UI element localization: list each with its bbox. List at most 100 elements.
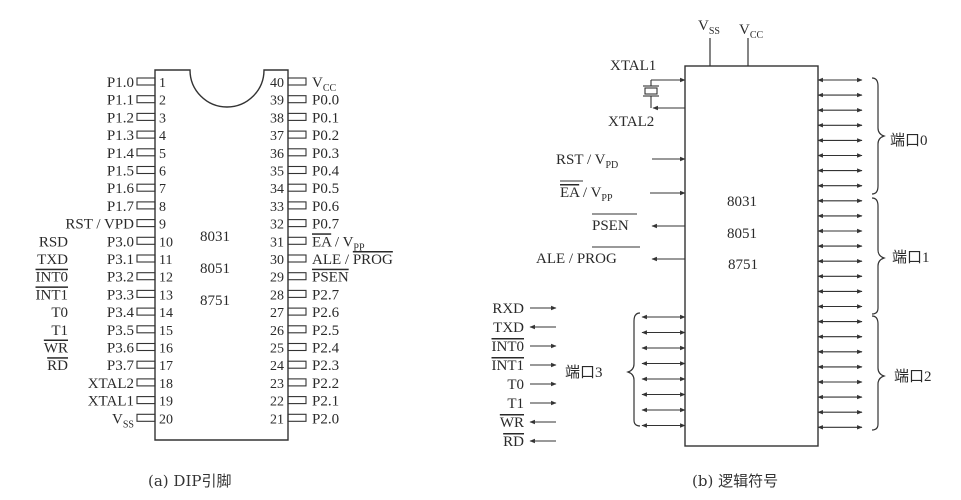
dip-pin-label: P1.2 (107, 110, 134, 126)
port3-left-arrows (641, 314, 686, 428)
dip-pin-label: P3.1 (107, 252, 134, 268)
dip-pin-number: 4 (159, 129, 166, 144)
crystal-icon (643, 77, 686, 111)
dip-pin-stub (287, 112, 307, 121)
ale-prog-label: ALE / PROG (536, 251, 617, 267)
dip-pin-number: 18 (159, 377, 173, 392)
dip-pin-stub (287, 77, 307, 86)
dip-pin-label: ALE / PROG (312, 252, 393, 268)
dip-pin-stub (136, 289, 156, 298)
dip-pin-label: P1.7 (107, 199, 135, 215)
dip-pin-stub (136, 254, 156, 263)
dip-pin-number: 32 (270, 218, 284, 233)
dip-pin-label: P0.5 (312, 181, 339, 197)
dip-pin-alt-function: WR (44, 341, 68, 357)
port0-brace (871, 77, 886, 195)
dip-pin-label: P2.3 (312, 358, 339, 374)
dip-pin-number: 8 (159, 200, 166, 215)
port2-brace (871, 315, 886, 431)
dip-pin-stub (136, 378, 156, 387)
dip-pin-stub (136, 360, 156, 369)
dip-pin-stub (287, 396, 307, 405)
dip-pin-label: P3.4 (107, 305, 135, 321)
dip-pin-alt-function: INT1 (36, 287, 69, 303)
dip-pin-label: P3.6 (107, 341, 135, 357)
dip-pin-number: 21 (270, 412, 284, 427)
dip-pin-label: XTAL1 (88, 394, 134, 410)
dip-pin-number: 6 (159, 165, 166, 180)
dip-pin-stub (136, 307, 156, 316)
dip-pin-stub (287, 342, 307, 352)
dip-pin-number: 38 (270, 111, 284, 126)
dip-pin-stub (136, 95, 156, 104)
port3-label: 端口3 (565, 364, 603, 381)
dip-pin-number: 7 (159, 182, 166, 197)
dip-pin-stub (136, 325, 156, 334)
dip-pin-number: 15 (159, 324, 173, 339)
dip-pin-number: 31 (270, 235, 284, 250)
dip-pin-stub (287, 219, 307, 228)
dip-pin-number: 35 (270, 165, 284, 180)
dip-pin-stub (287, 289, 307, 298)
port3-signal-label: TXD (493, 320, 524, 336)
dip-pin-label: VSS (112, 411, 134, 430)
dip-pin-label: P3.5 (107, 323, 134, 339)
port3-signal-label: INT0 (492, 339, 525, 355)
rst-vpd-label: RST / VPD (556, 152, 618, 171)
dip-pin-label: EA / VPP (312, 234, 365, 253)
dip-pin-label: P0.1 (312, 110, 339, 126)
dip-pin-number: 13 (159, 288, 173, 303)
dip-pin-number: 26 (270, 324, 284, 339)
dip-pin-alt-function: INT0 (36, 270, 69, 286)
dip-pin-number: 10 (159, 235, 173, 250)
dip-pin-number: 1 (159, 76, 166, 91)
dip-pin-stub (287, 201, 307, 210)
dip-pin-number: 19 (159, 395, 173, 410)
dip-left-pins: 1P1.02P1.13P1.24P1.35P1.46P1.57P1.68P1.7… (36, 75, 174, 430)
dip-caption: (a) DIP引脚 (148, 472, 231, 490)
dip-pin-label: P3.3 (107, 287, 134, 303)
dip-pin-number: 25 (270, 342, 284, 357)
dip-pin-stub (136, 342, 156, 352)
dip-pin-label: P0.7 (312, 217, 340, 233)
dip-pin-stub (287, 413, 307, 422)
logic-caption: (b) 逻辑符号 (692, 472, 778, 490)
dip-pin-stub (287, 148, 307, 157)
dip-pin-stub (136, 130, 156, 139)
vss-label: VSS (698, 18, 720, 37)
dip-pin-stub (287, 95, 307, 104)
dip-pin-stub (287, 378, 307, 387)
dip-chip-name-8751: 8751 (200, 293, 230, 309)
dip-pin-number: 3 (159, 111, 166, 126)
logic-chip-name-8031: 8031 (727, 194, 757, 210)
port3-brace (626, 312, 641, 427)
dip-pin-stub (136, 396, 156, 405)
dip-pin-number: 28 (270, 288, 284, 303)
dip-pin-label: P0.2 (312, 128, 339, 144)
dip-pin-label: P2.7 (312, 287, 340, 303)
dip-pin-number: 22 (270, 395, 284, 410)
dip-pin-alt-function: T0 (51, 305, 68, 321)
dip-pin-label: P1.6 (107, 181, 135, 197)
port3-signal-label: RXD (492, 301, 524, 317)
dip-pin-stub (287, 254, 307, 263)
dip-pin-number: 39 (270, 94, 284, 109)
dip-chip-name-8051: 8051 (200, 261, 230, 277)
dip-pin-label: PSEN (312, 270, 349, 286)
port3-signal-label: INT1 (492, 358, 525, 374)
dip-pin-stub (136, 201, 156, 210)
dip-pin-alt-function: RD (47, 358, 68, 374)
port1-brace (871, 197, 886, 315)
dip-pin-label: P2.6 (312, 305, 340, 321)
dip-package: 1P1.02P1.13P1.24P1.35P1.46P1.57P1.68P1.7… (36, 69, 393, 490)
dip-pin-number: 30 (270, 253, 284, 268)
dip-pin-label: P1.3 (107, 128, 134, 144)
dip-pin-number: 29 (270, 271, 284, 286)
dip-pin-label: P1.1 (107, 93, 134, 109)
dip-pin-label: P2.4 (312, 341, 340, 357)
port3-signal-label: WR (500, 415, 524, 431)
dip-pin-label: XTAL2 (88, 376, 134, 392)
xtal1-label: XTAL1 (610, 58, 656, 74)
